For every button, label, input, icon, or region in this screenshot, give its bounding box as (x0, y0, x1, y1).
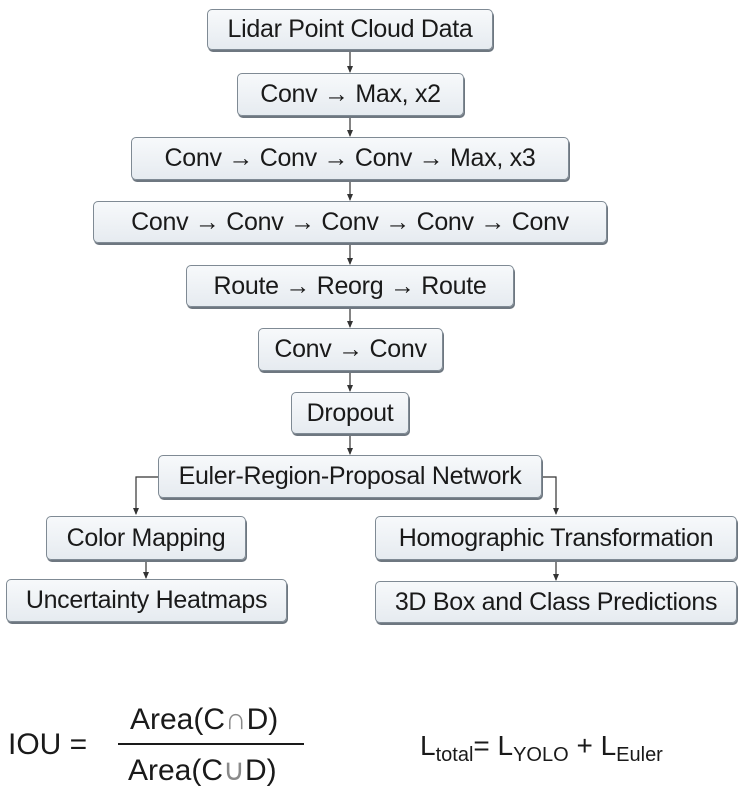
node-conv-conv-conv-max-x3: Conv → Conv → Conv → Max, x3 (131, 137, 569, 180)
intersection-symbol: ∩ (225, 703, 247, 736)
iou-lhs: IOU = (8, 728, 88, 761)
arrow-8-right (542, 476, 559, 515)
node-homographic-transformation: Homographic Transformation (375, 516, 737, 560)
loss-sub-total: total (435, 744, 474, 766)
node-lidar-point-cloud-data: Lidar Point Cloud Data (207, 9, 493, 50)
node-euler-region-proposal-network: Euler-Region-Proposal Network (158, 455, 542, 498)
iou-num-pre: Area(C (130, 703, 226, 736)
loss-sub-yolo: YOLO (513, 744, 569, 766)
iou-den-pre: Area(C (128, 754, 224, 787)
iou-den-post: D) (245, 754, 277, 787)
node-conv-conv: Conv → Conv (258, 328, 443, 371)
iou-denominator: Area(C∪D) (128, 753, 277, 788)
loss-eq: = L (473, 730, 514, 761)
loss-plus: + L (568, 730, 617, 761)
iou-fraction-bar (118, 743, 304, 745)
node-3d-box-and-class-predictions: 3D Box and Class Predictions (375, 581, 737, 623)
iou-num-post: D) (246, 703, 279, 736)
loss-L-total: L (420, 730, 436, 761)
iou-numerator: Area(C∩D) (130, 703, 278, 737)
node-uncertainty-heatmaps: Uncertainty Heatmaps (6, 579, 287, 622)
loss-formula: Ltotal= LYOLO + LEuler (420, 730, 663, 767)
node-conv-x5: Conv → Conv → Conv → Conv → Conv (93, 201, 607, 243)
node-route-reorg-route: Route → Reorg → Route (186, 265, 514, 307)
node-dropout: Dropout (291, 392, 409, 434)
arrow-8-left (133, 476, 158, 515)
union-symbol: ∪ (223, 754, 245, 787)
loss-sub-euler: Euler (616, 744, 663, 766)
node-color-mapping: Color Mapping (46, 516, 246, 560)
node-conv-max-x2: Conv → Max, x2 (237, 73, 464, 116)
